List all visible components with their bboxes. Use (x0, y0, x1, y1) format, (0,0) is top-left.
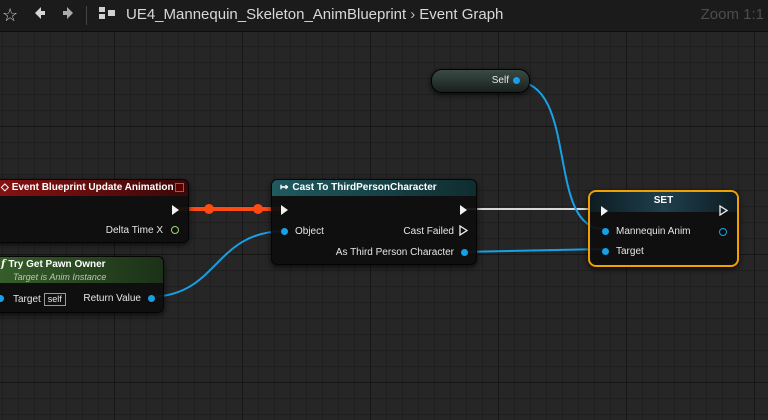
event-node-header: ◇Event Blueprint Update Animation (0, 180, 188, 196)
event-update-animation-node[interactable]: ◇Event Blueprint Update Animation Delta … (0, 179, 189, 243)
cast-failed-label: Cast Failed (403, 226, 454, 237)
self-node[interactable]: Self (431, 69, 530, 93)
pawn-node-title: Try Get Pawn Owner (8, 259, 106, 270)
set-variable-node[interactable]: SET Mannequin Anim Target (588, 190, 739, 267)
set-variable-output-pin[interactable] (719, 228, 727, 236)
event-exec-output-pin[interactable] (172, 205, 179, 215)
return-value-label: Return Value (83, 293, 141, 304)
cast-exec-output-pin[interactable] (460, 205, 467, 215)
cast-object-input-pin[interactable] (281, 228, 288, 235)
cast-as-character-label: As Third Person Character (335, 247, 454, 258)
event-node-title: Event Blueprint Update Animation (11, 182, 174, 193)
exec-wire-knot (253, 204, 263, 214)
graph-toolbar: ☆ UE4_Mannequin_Skeleton_AnimBlueprint›E… (0, 0, 768, 32)
blueprint-graph-icon (98, 5, 116, 25)
set-variable-input-pin[interactable] (602, 228, 609, 235)
forward-arrow-icon[interactable] (62, 5, 76, 25)
set-variable-label: Mannequin Anim (616, 226, 691, 237)
self-output-pin[interactable] (513, 77, 520, 84)
target-self-default[interactable]: self (43, 293, 66, 306)
breadcrumb: UE4_Mannequin_Skeleton_AnimBlueprint›Eve… (126, 6, 503, 23)
back-arrow-icon[interactable] (32, 5, 46, 25)
star-icon[interactable]: ☆ (2, 5, 19, 25)
set-target-label: Target (616, 246, 644, 257)
exec-wire-knot (204, 204, 214, 214)
set-target-input-pin[interactable] (602, 248, 609, 255)
zoom-level: Zoom 1:1 (700, 6, 764, 23)
toolbar-separator (86, 6, 87, 25)
set-node-header: SET (590, 192, 737, 212)
set-node-title: SET (653, 195, 674, 206)
delta-time-output-pin[interactable] (171, 226, 179, 234)
cast-failed-output-pin[interactable] (459, 225, 468, 236)
return-value-output-pin[interactable] (148, 295, 155, 302)
cast-exec-input-pin[interactable] (281, 205, 288, 215)
self-label: Self (491, 75, 509, 86)
cast-object-label: Object (295, 226, 324, 237)
function-icon: f (1, 259, 6, 270)
pawn-target-input-pin[interactable] (0, 295, 4, 302)
set-exec-input-pin[interactable] (601, 206, 608, 216)
breadcrumb-graph[interactable]: Event Graph (419, 6, 504, 23)
pawn-node-subtitle: Target is Anim Instance (13, 272, 107, 282)
event-diamond-icon: ◇ (1, 182, 9, 193)
object-wire-self-to-set (513, 80, 605, 230)
breadcrumb-chevron-icon: › (410, 6, 416, 23)
cast-arrow-icon: ↦ (280, 182, 289, 193)
breadcrumb-blueprint[interactable]: UE4_Mannequin_Skeleton_AnimBlueprint (126, 6, 407, 23)
object-wire-cast-to-set (460, 248, 605, 253)
cast-to-character-node[interactable]: ↦Cast To ThirdPersonCharacter Object Cas… (271, 179, 477, 265)
event-delegate-pin[interactable] (175, 183, 184, 192)
cast-as-character-output-pin[interactable] (461, 249, 468, 256)
delta-time-label: Delta Time X (105, 225, 163, 236)
cast-node-title: Cast To ThirdPersonCharacter (292, 182, 437, 193)
cast-node-header: ↦Cast To ThirdPersonCharacter (272, 180, 476, 196)
set-exec-output-pin[interactable] (719, 205, 728, 216)
object-wire-pawn-to-cast (147, 230, 287, 298)
